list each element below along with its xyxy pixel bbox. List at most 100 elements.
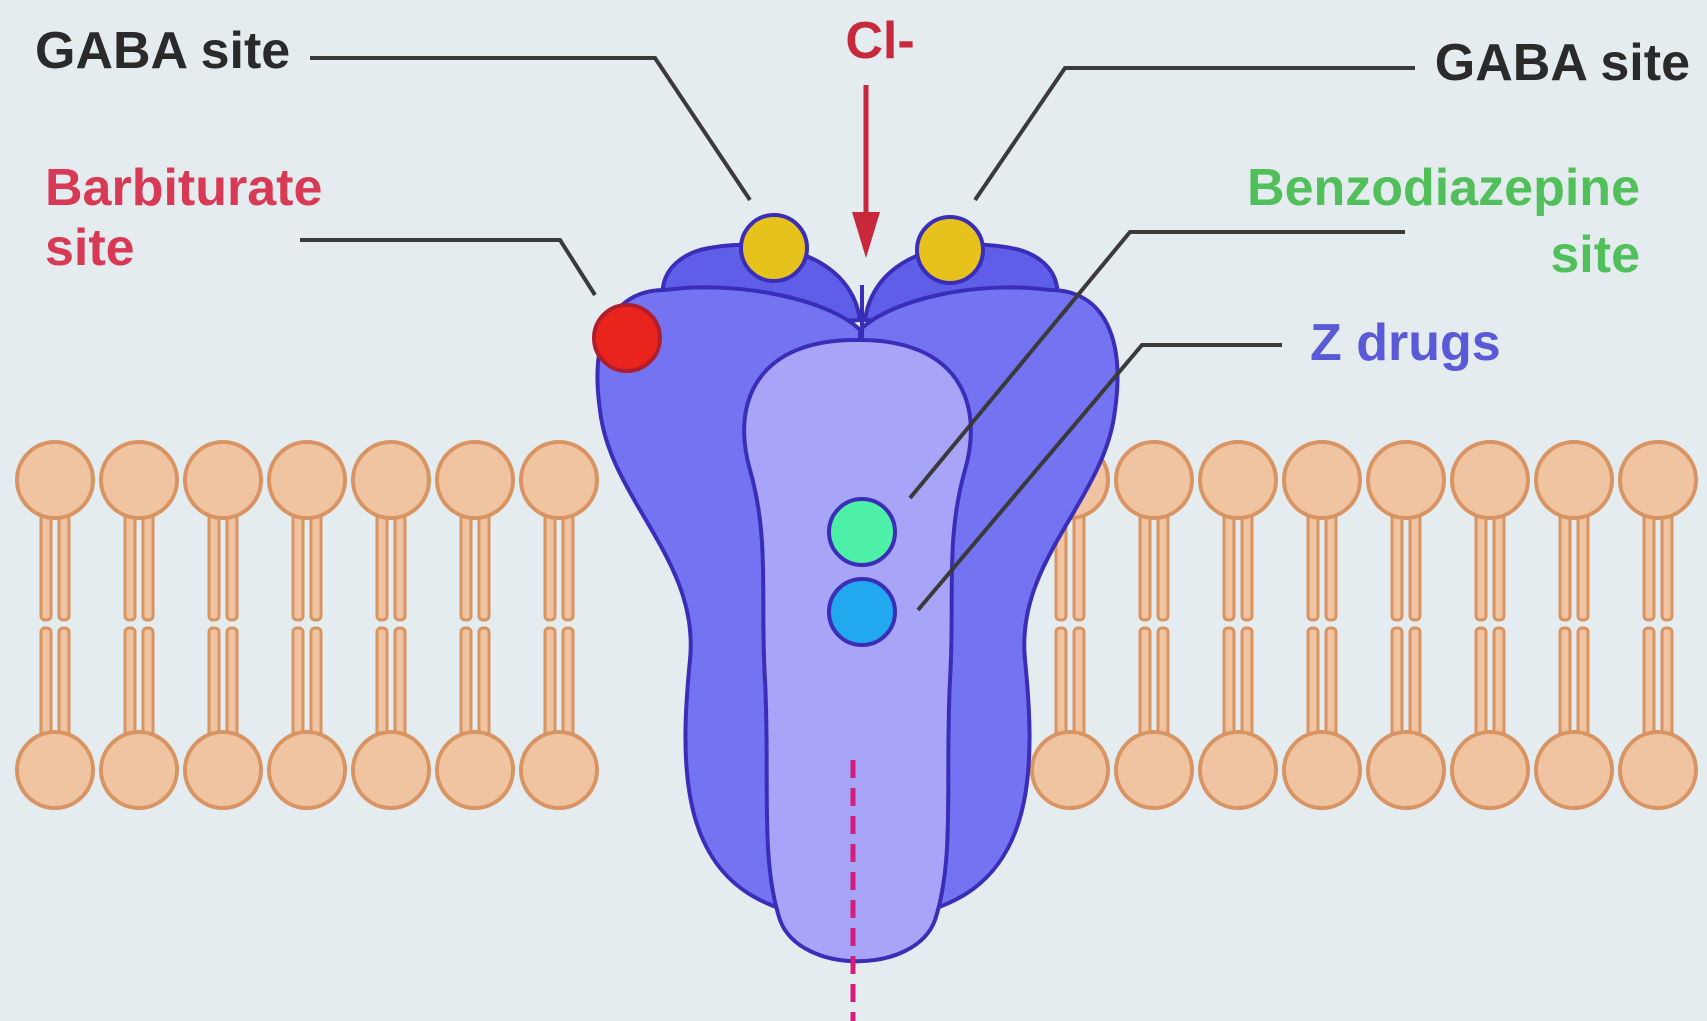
lipid-head-upper (521, 442, 597, 518)
lipid-tail (1308, 628, 1318, 738)
lipid-tail (563, 510, 573, 620)
benzodiazepine-site-marker (829, 499, 895, 565)
receptor-subunit-center (744, 340, 971, 961)
lipid-head-lower (1032, 732, 1108, 808)
gaba-site-left-marker (741, 215, 807, 281)
lipid-head-lower (1200, 732, 1276, 808)
lipid-head-lower (1620, 732, 1696, 808)
lipid-tail (1242, 628, 1252, 738)
lipid-head-upper (1284, 442, 1360, 518)
lipid-head-lower (1536, 732, 1612, 808)
barbiturate-label-line2: site (45, 219, 135, 277)
lipid-tail (41, 628, 51, 738)
lipid-tail (227, 628, 237, 738)
lipid-head-lower (1452, 732, 1528, 808)
gaba-site-left-label: GABA site (35, 22, 290, 80)
lipid-tail (1578, 628, 1588, 738)
lipid-head-lower (353, 732, 429, 808)
lipid-tail (1224, 628, 1234, 738)
lipid-tail (1410, 510, 1420, 620)
z-drugs-label: Z drugs (1310, 314, 1501, 372)
lipid-head-lower (437, 732, 513, 808)
gaba-site-right-marker (917, 217, 983, 283)
lipid-tail (125, 628, 135, 738)
lipid-tail (1392, 510, 1402, 620)
lipid-tail (1494, 510, 1504, 620)
lipid-tail (1242, 510, 1252, 620)
benzodiazepine-label-line1: Benzodiazepine (1247, 159, 1640, 217)
lipid-head-upper (101, 442, 177, 518)
lipid-tail (209, 510, 219, 620)
lipid-tail (479, 628, 489, 738)
lipid-tail (311, 628, 321, 738)
benzodiazepine-label-line2: site (1550, 226, 1640, 284)
lipid-tail (293, 628, 303, 738)
gaba-site-right-label: GABA site (1435, 34, 1690, 92)
lipid-tail (1224, 510, 1234, 620)
lipid-tail (1662, 510, 1672, 620)
lipid-tail (1140, 628, 1150, 738)
barbiturate-label-line1: Barbiturate (45, 159, 322, 217)
lipid-tail (1056, 628, 1066, 738)
lipid-head-upper (1368, 442, 1444, 518)
lipid-head-upper (1536, 442, 1612, 518)
lipid-tail (1158, 510, 1168, 620)
lipid-tail (227, 510, 237, 620)
lipid-head-lower (521, 732, 597, 808)
lipid-tail (143, 510, 153, 620)
lipid-head-lower (1368, 732, 1444, 808)
lipid-head-upper (185, 442, 261, 518)
lipid-tail (461, 510, 471, 620)
lipid-head-upper (1452, 442, 1528, 518)
lipid-tail (563, 628, 573, 738)
lipid-tail (545, 510, 555, 620)
lipid-tail (395, 510, 405, 620)
lipid-head-lower (185, 732, 261, 808)
lipid-head-lower (1284, 732, 1360, 808)
lipid-tail (545, 628, 555, 738)
lipid-tail (1410, 628, 1420, 738)
lipid-tail (1308, 510, 1318, 620)
lipid-tail (1560, 510, 1570, 620)
lipid-tail (1560, 628, 1570, 738)
lipid-head-upper (353, 442, 429, 518)
lipid-tail (1326, 628, 1336, 738)
lipid-tail (41, 510, 51, 620)
lipid-head-upper (1200, 442, 1276, 518)
lipid-tail (377, 510, 387, 620)
chloride-label: Cl- (845, 12, 914, 70)
barbiturate-site-marker (594, 305, 660, 371)
lipid-tail (1476, 510, 1486, 620)
lipid-tail (1392, 628, 1402, 738)
lipid-tail (1158, 628, 1168, 738)
lipid-head-lower (1116, 732, 1192, 808)
lipid-head-upper (1116, 442, 1192, 518)
lipid-tail (1326, 510, 1336, 620)
lipid-tail (125, 510, 135, 620)
lipid-tail (209, 628, 219, 738)
lipid-tail (1578, 510, 1588, 620)
lipid-tail (1644, 628, 1654, 738)
lipid-head-lower (17, 732, 93, 808)
lipid-tail (395, 628, 405, 738)
lipid-tail (461, 628, 471, 738)
lipid-head-lower (101, 732, 177, 808)
lipid-tail (59, 628, 69, 738)
lipid-tail (143, 628, 153, 738)
lipid-tail (479, 510, 489, 620)
lipid-tail (1662, 628, 1672, 738)
lipid-head-lower (269, 732, 345, 808)
lipid-tail (1140, 510, 1150, 620)
lipid-tail (1074, 628, 1084, 738)
lipid-tail (377, 628, 387, 738)
lipid-head-upper (1620, 442, 1696, 518)
lipid-tail (1494, 628, 1504, 738)
lipid-tail (293, 510, 303, 620)
lipid-tail (1074, 510, 1084, 620)
z-drug-site-marker (829, 579, 895, 645)
lipid-tail (1476, 628, 1486, 738)
lipid-head-upper (269, 442, 345, 518)
lipid-tail (59, 510, 69, 620)
lipid-head-upper (17, 442, 93, 518)
